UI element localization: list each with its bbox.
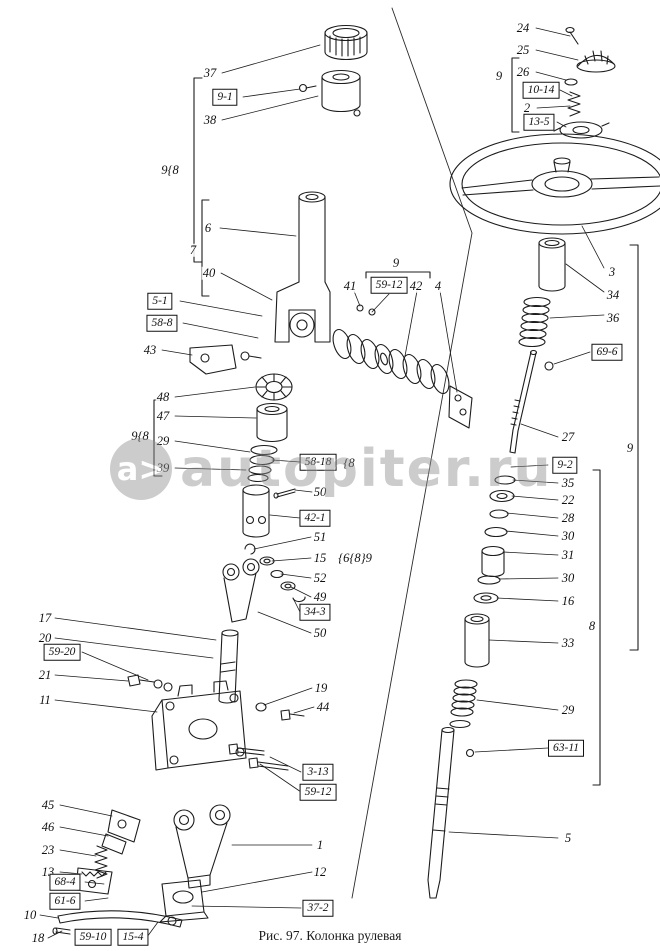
part-number-callout: 21 <box>37 667 53 682</box>
part-number-callout: 23 <box>40 842 56 857</box>
part-number-callout: 33 <box>560 635 576 650</box>
part-number-callout: 25 <box>515 42 531 57</box>
part-number-callout: 27 <box>560 429 576 444</box>
part-number-callout: 2 <box>522 100 532 115</box>
part-ref-box: 68-4 <box>49 873 81 891</box>
part-number-callout: 46 <box>40 819 56 834</box>
part-number-callout: 16 <box>560 593 576 608</box>
part-number-callout: 29 <box>155 433 171 448</box>
part-number-callout: 17 <box>37 610 53 625</box>
part-number-callout: 50 <box>312 625 328 640</box>
part-number-callout: 20 <box>37 630 53 645</box>
part-number-callout: 39 <box>155 460 171 475</box>
part-number-callout: 44 <box>315 699 331 714</box>
part-number-callout: 29 <box>560 702 576 717</box>
part-number-callout: 41 <box>342 278 358 293</box>
part-number-callout: 9 <box>494 68 504 83</box>
part-number-callout: 47 <box>155 408 171 423</box>
part-number-callout: 9{8 <box>160 162 180 177</box>
part-number-callout: 40 <box>201 265 217 280</box>
part-number-callout: 10 <box>22 907 38 922</box>
part-number-callout: 12 <box>312 864 328 879</box>
part-ref-box: 59-12 <box>370 276 408 294</box>
part-number-callout: 28 <box>560 510 576 525</box>
part-number-callout: 26 <box>515 64 531 79</box>
part-ref-box: 59-20 <box>43 643 81 661</box>
part-number-callout: 6 <box>203 220 213 235</box>
part-ref-box: 63-11 <box>548 739 584 757</box>
part-number-callout: 37 <box>202 65 218 80</box>
part-number-callout: 11 <box>38 692 52 707</box>
part-number-callout: 38 <box>202 112 218 127</box>
part-number-callout: 7 <box>188 242 198 257</box>
part-ref-box: 34-3 <box>299 603 331 621</box>
part-ref-box: 9-2 <box>552 456 578 474</box>
part-ref-box: 59-12 <box>299 783 337 801</box>
part-number-callout: 9{8 <box>130 428 150 443</box>
part-number-callout: 19 <box>313 680 329 695</box>
part-ref-box: 10-14 <box>522 81 560 99</box>
part-number-callout: 52 <box>312 570 328 585</box>
part-number-callout: {8 <box>342 455 356 470</box>
part-number-callout: 49 <box>312 589 328 604</box>
part-ref-box: 15-4 <box>117 928 149 946</box>
part-number-callout: 4 <box>433 278 443 293</box>
part-number-callout: 8 <box>587 618 597 633</box>
part-number-callout: 30 <box>560 570 576 585</box>
part-number-callout: 43 <box>142 342 158 357</box>
part-number-callout: 22 <box>560 492 576 507</box>
part-number-callout: 51 <box>312 529 328 544</box>
part-ref-box: 59-10 <box>74 928 112 946</box>
part-number-callout: 18 <box>30 930 46 945</box>
part-number-callout: 31 <box>560 547 576 562</box>
part-ref-box: 9-1 <box>212 88 238 106</box>
part-number-callout: 34 <box>605 287 621 302</box>
part-number-callout: 35 <box>560 475 576 490</box>
part-number-callout: 48 <box>155 389 171 404</box>
figure-caption: Рис. 97. Колонка рулевая <box>258 928 402 943</box>
part-ref-box: 69-6 <box>591 343 623 361</box>
part-ref-box: 42-1 <box>299 509 331 527</box>
part-number-callout: {6{8}9 <box>337 550 373 565</box>
part-ref-box: 58-8 <box>146 314 178 332</box>
part-ref-box: 58-18 <box>299 453 337 471</box>
part-number-callout: 45 <box>40 797 56 812</box>
part-ref-box: 61-6 <box>49 892 81 910</box>
part-number-callout: 42 <box>408 278 424 293</box>
part-ref-box: 37-2 <box>302 899 334 917</box>
part-number-callout: 5 <box>563 830 573 845</box>
part-number-callout: 50 <box>312 484 328 499</box>
part-number-callout: 15 <box>312 550 328 565</box>
part-number-callout: 30 <box>560 528 576 543</box>
part-ref-box: 5-1 <box>147 292 173 310</box>
part-number-callout: 9 <box>625 440 635 455</box>
part-number-callout: 9 <box>391 255 401 270</box>
part-number-callout: 3 <box>607 264 617 279</box>
part-number-callout: 24 <box>515 20 531 35</box>
part-ref-box: 13-5 <box>523 113 555 131</box>
part-number-callout: 1 <box>315 837 325 852</box>
part-number-callout: 36 <box>605 310 621 325</box>
part-ref-box: 3-13 <box>302 763 334 781</box>
